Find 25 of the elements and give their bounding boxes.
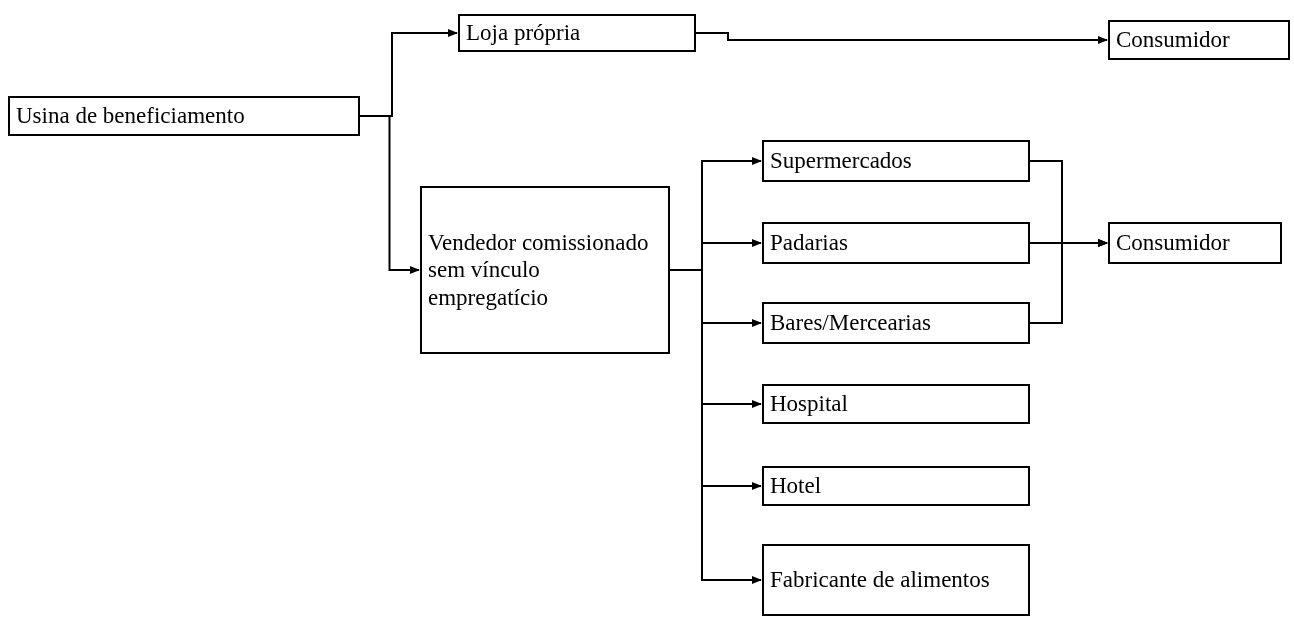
box-label: Usina de beneficiamento <box>16 102 246 130</box>
box-label: Loja própria <box>466 19 582 47</box>
process-box <box>762 222 1030 264</box>
arrow <box>695 32 1108 44</box>
box-label: Hospital <box>770 390 849 418</box>
box-label: Consumidor <box>1116 229 1231 257</box>
process-box <box>458 14 696 52</box>
process-box <box>1108 222 1282 264</box>
arrow <box>1029 239 1108 324</box>
box-label: Bares/Mercearias <box>770 309 932 337</box>
box-label: Fabricante de alimentos <box>770 566 991 594</box>
process-box <box>762 302 1030 344</box>
box-label: Hotel <box>770 472 823 500</box>
process-box <box>1108 20 1290 60</box>
process-box <box>762 544 1030 616</box>
box-label: Supermercados <box>770 147 913 175</box>
process-box <box>420 186 670 354</box>
arrow <box>359 115 420 274</box>
process-box <box>8 96 360 136</box>
box-label: Consumidor <box>1116 26 1231 54</box>
box-label: Padarias <box>770 229 849 257</box>
box-label: Vendedor comissionado sem vínculo empregatício <box>428 228 650 312</box>
process-box <box>762 140 1030 182</box>
process-box <box>762 384 1030 424</box>
process-box <box>762 466 1030 506</box>
